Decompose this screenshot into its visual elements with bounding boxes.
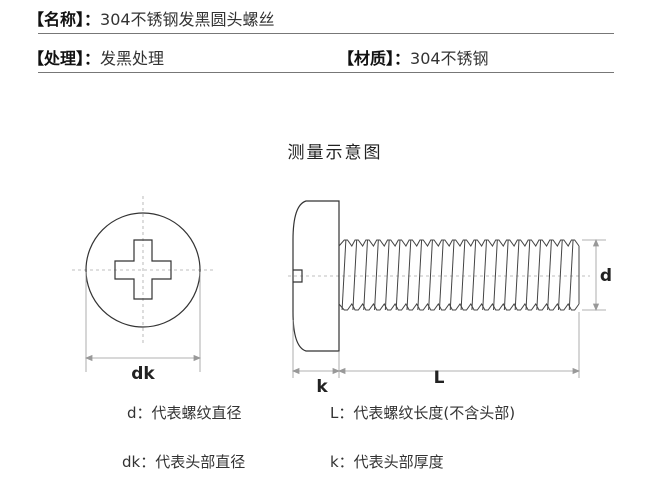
thread-line	[482, 239, 488, 311]
phillips-cross-icon	[114, 239, 172, 300]
thread-line	[406, 239, 412, 311]
legend-dk: dk：代表头部直径	[122, 453, 246, 471]
thread-line	[417, 239, 423, 311]
spec-treatment-value: 发黑处理	[100, 49, 165, 68]
thread-line	[341, 239, 347, 311]
spec-name-value: 304不锈钢发黑圆头螺丝	[100, 10, 275, 29]
spec-material: 【材质】： 304不锈钢	[338, 45, 489, 69]
thread-edge	[338, 303, 580, 311]
thread-line	[547, 239, 552, 311]
head-side-view	[292, 200, 340, 352]
thread-line	[384, 239, 390, 311]
legend-L: L：代表螺纹长度(不含头部)	[330, 404, 516, 422]
k-label: k	[316, 377, 328, 397]
center-lines	[72, 196, 590, 344]
d-label: d	[600, 266, 612, 286]
thread-line	[557, 239, 563, 311]
thread-line	[536, 239, 542, 311]
divider	[38, 33, 614, 34]
thread-line	[568, 239, 574, 311]
spec-treatment-label: 【处理】：	[28, 49, 101, 68]
k-L-dimension	[291, 312, 581, 378]
spec-material-value: 304不锈钢	[410, 49, 489, 68]
thread-line	[449, 239, 455, 311]
d-dimension	[582, 238, 606, 312]
dk-dimension	[84, 272, 202, 372]
thread	[338, 239, 580, 311]
thread-line	[352, 239, 358, 311]
thread-line	[514, 239, 520, 311]
thread-line	[438, 239, 444, 311]
spec-name: 【名称】： 304不锈钢发黑圆头螺丝	[28, 6, 275, 30]
thread-line	[374, 239, 379, 311]
spec-material-label: 【材质】：	[338, 49, 411, 68]
thread-line	[525, 239, 531, 311]
legend-d: d：代表螺纹直径	[127, 404, 242, 422]
spec-treatment: 【处理】： 发黑处理	[28, 45, 164, 69]
thread-line	[395, 239, 401, 311]
dk-label: dk	[131, 364, 155, 384]
thread-line	[363, 239, 369, 311]
diagram-title: 测量示意图	[287, 143, 383, 163]
thread-line	[471, 239, 477, 311]
legend-k: k：代表头部厚度	[330, 453, 444, 471]
thread-line	[493, 239, 498, 311]
thread-edge	[338, 239, 580, 247]
thread-line	[428, 239, 433, 311]
divider	[38, 72, 614, 73]
head-top-view	[85, 212, 201, 328]
thread-line	[503, 239, 509, 311]
L-label: L	[434, 368, 445, 388]
spec-name-label: 【名称】：	[28, 10, 101, 29]
thread-line	[460, 239, 466, 311]
